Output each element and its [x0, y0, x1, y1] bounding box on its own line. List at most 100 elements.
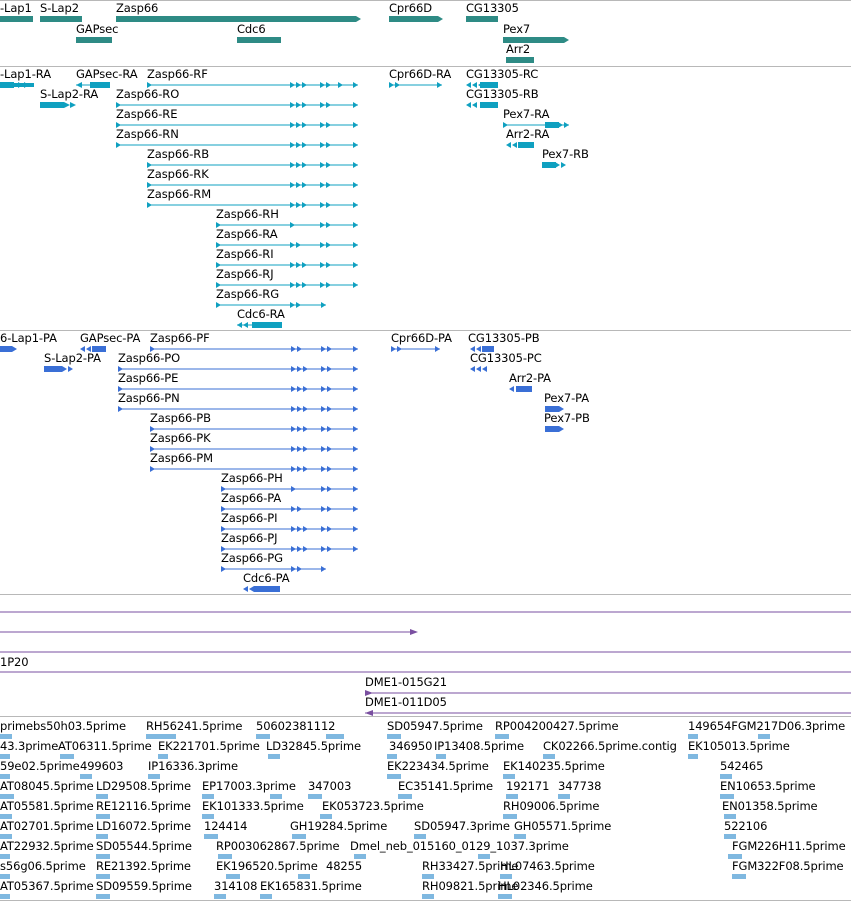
- transcript-label[interactable]: Pex7-RB: [542, 147, 589, 161]
- clone-label[interactable]: DME1-015G21: [365, 675, 447, 689]
- protein-label[interactable]: Zasp66-PN: [118, 391, 180, 405]
- est-label[interactable]: AT05581.5prime: [0, 799, 94, 813]
- protein-label[interactable]: GAPsec-PA: [80, 331, 141, 345]
- est-label[interactable]: AT05367.5prime: [0, 879, 94, 893]
- protein-label[interactable]: S-Lap2-PA: [44, 351, 101, 365]
- transcript-label[interactable]: Zasp66-RA: [216, 227, 278, 241]
- est-label[interactable]: EK221701.5prime: [158, 739, 260, 753]
- est-label[interactable]: FGM226H11.5prime: [732, 839, 846, 853]
- est-label[interactable]: IP16336.3prime: [148, 759, 238, 773]
- est-label[interactable]: EN01358.5prime: [722, 799, 818, 813]
- est-label[interactable]: RH56241.5prime: [146, 719, 243, 733]
- est-label[interactable]: SD05947.3prime: [414, 819, 510, 833]
- gene-label-zasp66[interactable]: Zasp66: [116, 1, 159, 15]
- transcript-label[interactable]: Zasp66-RK: [147, 167, 209, 181]
- est-label[interactable]: FGM322F08.5prime: [732, 859, 844, 873]
- est-label[interactable]: EK196520.5prime: [216, 859, 318, 873]
- est-label[interactable]: RE21392.5prime: [96, 859, 191, 873]
- est-label[interactable]: s56g06.5prime: [0, 859, 86, 873]
- est-label[interactable]: RH09006.5prime: [503, 799, 600, 813]
- transcript-label[interactable]: -Lap1-RA: [0, 67, 51, 81]
- est-label[interactable]: EK140235.5prime: [503, 759, 605, 773]
- protein-label[interactable]: Zasp66-PO: [118, 351, 181, 365]
- protein-label[interactable]: Pex7-PA: [544, 391, 590, 405]
- est-label[interactable]: 192171: [506, 779, 550, 793]
- transcript-label[interactable]: Zasp66-RB: [147, 147, 209, 161]
- est-label[interactable]: GH05571.5prime: [514, 819, 612, 833]
- gene-label-cg13305[interactable]: CG13305: [466, 1, 519, 15]
- est-label[interactable]: EK053723.5prime: [322, 799, 424, 813]
- protein-label[interactable]: Cpr66D-PA: [391, 331, 452, 345]
- protein-label[interactable]: Zasp66-PK: [150, 431, 211, 445]
- est-label[interactable]: RP004200427.5prime: [495, 719, 619, 733]
- clone-label[interactable]: DME1-011D05: [365, 695, 447, 709]
- protein-label[interactable]: Zasp66-PF: [150, 331, 210, 345]
- transcript-label[interactable]: CG13305-RB: [466, 87, 539, 101]
- transcript-label[interactable]: Pex7-RA: [503, 107, 550, 121]
- protein-label[interactable]: 6-Lap1-PA: [0, 331, 57, 345]
- est-label[interactable]: LD16072.5prime: [96, 819, 191, 833]
- protein-label[interactable]: Zasp66-PA: [221, 491, 282, 505]
- gene-label-slap2[interactable]: S-Lap2: [40, 1, 79, 15]
- transcript-label[interactable]: Zasp66-RO: [116, 87, 180, 101]
- protein-label[interactable]: Zasp66-PJ: [221, 531, 278, 545]
- est-label[interactable]: EP17003.3prime: [202, 779, 296, 793]
- protein-label[interactable]: Zasp66-PM: [150, 451, 213, 465]
- gene-label-gapsec[interactable]: GAPsec: [76, 22, 119, 36]
- est-label[interactable]: LD32845.5prime: [266, 739, 361, 753]
- protein-label[interactable]: CG13305-PB: [468, 331, 540, 345]
- est-label[interactable]: EK165831.5prime: [260, 879, 362, 893]
- transcript-label[interactable]: Zasp66-RM: [147, 187, 212, 201]
- est-label[interactable]: RH33427.5prime: [422, 859, 519, 873]
- est-label[interactable]: 314108: [214, 879, 258, 893]
- est-label[interactable]: 346950: [389, 739, 433, 753]
- est-label[interactable]: RE12116.5prime: [96, 799, 191, 813]
- transcript-label[interactable]: Zasp66-RJ: [216, 267, 274, 281]
- est-label[interactable]: RH09821.5prime: [422, 879, 519, 893]
- gene-label-pex7[interactable]: Pex7: [503, 22, 531, 36]
- est-label[interactable]: 50602381112: [256, 719, 336, 733]
- est-label[interactable]: 347738: [558, 779, 602, 793]
- gene-label-lap1[interactable]: -Lap1: [0, 1, 32, 15]
- transcript-label[interactable]: Cpr66D-RA: [389, 67, 452, 81]
- protein-label[interactable]: Zasp66-PH: [221, 471, 283, 485]
- est-label[interactable]: 124414: [204, 819, 248, 833]
- est-label[interactable]: 149654FGM217D06.3prime: [688, 719, 846, 733]
- transcript-label[interactable]: Zasp66-RN: [116, 127, 179, 141]
- protein-label[interactable]: Zasp66-PI: [221, 511, 278, 525]
- est-label[interactable]: Dmel_neb_015160_0129_1037.3prime: [350, 839, 569, 853]
- est-label[interactable]: RP003062867.5prime: [216, 839, 340, 853]
- transcript-label[interactable]: Cdc6-RA: [237, 307, 285, 321]
- est-label[interactable]: EK223434.5prime: [387, 759, 489, 773]
- est-label[interactable]: HL02346.5prime: [498, 879, 593, 893]
- clone-label[interactable]: 1P20: [0, 655, 29, 669]
- est-label[interactable]: SD09559.5prime: [96, 879, 192, 893]
- est-label[interactable]: CK02266.5prime.contig: [543, 739, 677, 753]
- est-label[interactable]: 499603: [80, 759, 124, 773]
- est-label[interactable]: HL07463.5prime: [500, 859, 595, 873]
- protein-label[interactable]: CG13305-PC: [470, 351, 542, 365]
- est-label[interactable]: 48255: [326, 859, 363, 873]
- est-label[interactable]: EK105013.5prime: [688, 739, 790, 753]
- est-label[interactable]: AT02701.5prime: [0, 819, 94, 833]
- est-label[interactable]: IP13408.5prime: [434, 739, 524, 753]
- protein-label[interactable]: Cdc6-PA: [243, 571, 290, 585]
- est-label[interactable]: SD05947.5prime: [387, 719, 483, 733]
- est-label[interactable]: GH19284.5prime: [290, 819, 388, 833]
- transcript-label[interactable]: Zasp66-RG: [216, 287, 280, 301]
- protein-label[interactable]: Pex7-PB: [544, 411, 590, 425]
- est-label[interactable]: AT22932.5prime: [0, 839, 94, 853]
- transcript-label[interactable]: CG13305-RC: [466, 67, 539, 81]
- protein-label[interactable]: Zasp66-PE: [118, 371, 179, 385]
- est-label[interactable]: EN10653.5prime: [720, 779, 816, 793]
- est-label[interactable]: AT08045.5prime: [0, 779, 94, 793]
- transcript-label[interactable]: Zasp66-RF: [147, 67, 208, 81]
- est-label[interactable]: SD05544.5prime: [96, 839, 192, 853]
- protein-label[interactable]: Zasp66-PB: [150, 411, 211, 425]
- gene-label-cpr66d[interactable]: Cpr66D: [389, 1, 432, 15]
- gene-label-cdc6[interactable]: Cdc6: [237, 22, 266, 36]
- gene-label-arr2[interactable]: Arr2: [506, 42, 531, 56]
- est-label[interactable]: AT06311.5prime: [58, 739, 152, 753]
- est-label[interactable]: 59e02.5prime: [0, 759, 80, 773]
- transcript-label[interactable]: GAPsec-RA: [76, 67, 138, 81]
